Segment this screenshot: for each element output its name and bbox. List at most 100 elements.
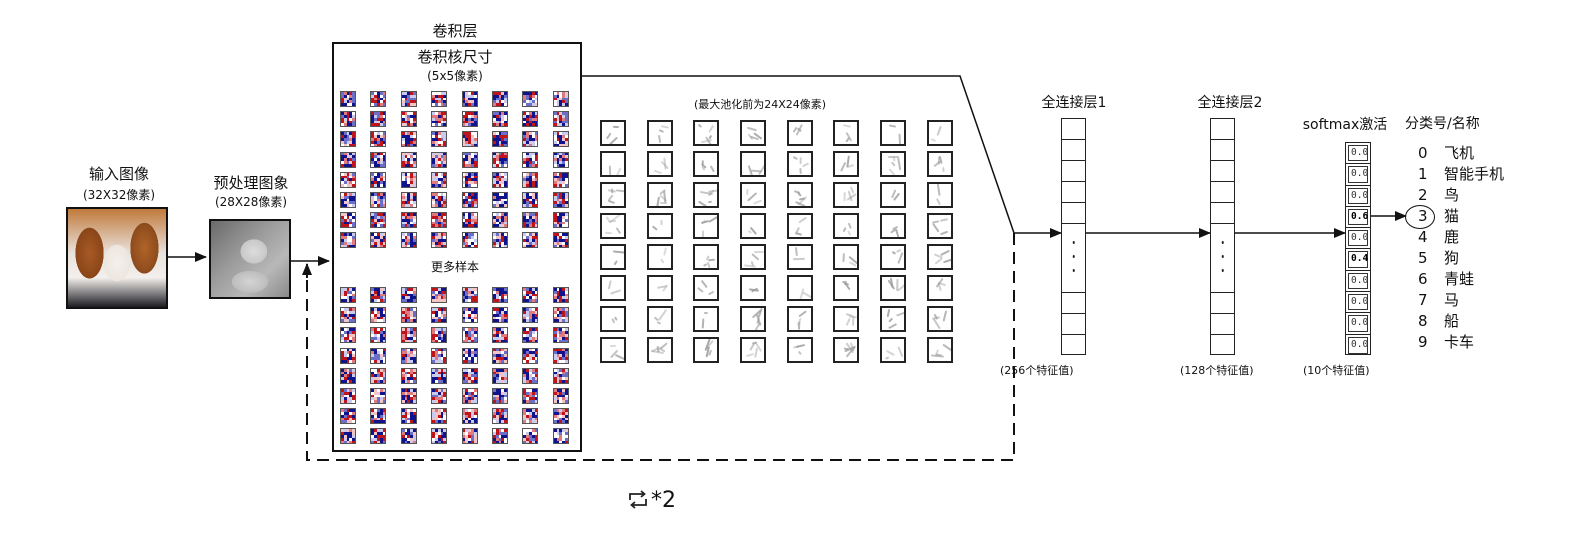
feature-map [600, 337, 626, 363]
conv-kernel [461, 327, 478, 344]
fc2-column [1210, 118, 1235, 355]
softmax-output: 0.0 [1346, 186, 1370, 207]
softmax-output: 0.0 [1346, 164, 1370, 186]
conv-kernel [461, 428, 478, 445]
feature-map [740, 151, 767, 177]
kernel-grid-bottom [340, 287, 569, 445]
kernel-size-label: (5x5像素) [427, 69, 483, 83]
feature-map [740, 244, 767, 270]
fc2-neuron [1211, 293, 1234, 314]
softmax-feature-count: (10个特征值) [1303, 364, 1370, 377]
conv-kernel [400, 131, 417, 148]
conv-kernel [400, 428, 417, 445]
conv-kernel [461, 408, 478, 425]
conv-kernel [491, 327, 508, 344]
conv-kernel [552, 111, 569, 128]
conv-kernel [340, 91, 356, 107]
feature-map [600, 151, 626, 177]
class-id: 9 [1418, 333, 1428, 351]
feature-map [926, 120, 953, 146]
conv-kernel [552, 347, 569, 364]
conv-kernel [370, 171, 387, 188]
conv-kernel [340, 287, 356, 303]
softmax-output: 0.0 [1346, 292, 1370, 314]
conv-kernel [491, 171, 508, 188]
conv-kernel [552, 408, 569, 425]
class-id: 2 [1418, 186, 1428, 204]
feature-map [786, 244, 813, 270]
preprocessed-image-title: 预处理图象 [213, 174, 289, 192]
fc1-neuron [1062, 314, 1085, 335]
conv-kernel [370, 131, 387, 148]
conv-kernel [552, 212, 569, 229]
conv-kernel [431, 191, 448, 208]
fc1-ellipsis [1062, 224, 1085, 293]
conv-kernel [522, 131, 539, 148]
softmax-value: 0.0 [1348, 315, 1368, 332]
feature-map [786, 337, 813, 363]
feature-map [880, 120, 907, 146]
softmax-value: 0.0 [1348, 272, 1368, 290]
conv-kernel [522, 91, 539, 107]
conv-kernel [461, 212, 478, 229]
conv-kernel [461, 307, 478, 324]
conv-kernel [431, 327, 448, 344]
feature-map [833, 337, 860, 363]
feature-map [880, 151, 907, 177]
class-id: 4 [1418, 228, 1428, 246]
conv-kernel [491, 307, 508, 324]
conv-kernel [400, 307, 417, 324]
conv-kernel [552, 428, 569, 445]
conv-kernel [522, 347, 539, 364]
fc2-neuron [1211, 203, 1234, 224]
classes-title: 分类号/名称 [1405, 116, 1480, 132]
feature-map [740, 337, 767, 363]
conv-kernel [431, 408, 448, 425]
feature-map [926, 182, 953, 208]
feature-map [646, 120, 673, 146]
conv-kernel [491, 387, 508, 404]
conv-kernel [491, 347, 508, 364]
conv-kernel [552, 327, 569, 344]
more-samples-label: 更多样本 [430, 260, 479, 274]
conv-kernel [522, 367, 539, 384]
conv-kernel [461, 367, 478, 384]
conv-kernel [431, 387, 448, 404]
conv-kernel [461, 387, 478, 404]
preprocessed-image [209, 219, 291, 299]
feature-map [600, 213, 626, 239]
conv-kernel [461, 111, 478, 128]
class-name: 猫 [1444, 207, 1460, 225]
conv-kernel [491, 232, 508, 249]
feature-map [880, 213, 907, 239]
softmax-value: 0.0 [1348, 187, 1368, 204]
feature-map [880, 244, 907, 270]
conv-kernel [340, 232, 356, 249]
conv-kernel [431, 367, 448, 384]
feature-map [786, 120, 813, 146]
conv-kernel [522, 307, 539, 324]
feature-map [833, 275, 860, 301]
feature-map [646, 337, 673, 363]
conv-layer-title: 卷积层 [432, 22, 478, 40]
feature-map [880, 275, 907, 301]
conv-kernel [552, 131, 569, 148]
class-id: 0 [1418, 144, 1428, 162]
conv-kernel [522, 287, 539, 303]
fc2-neuron [1211, 119, 1234, 140]
fc1-neuron [1062, 335, 1085, 356]
conv-kernel [552, 307, 569, 324]
conv-kernel [522, 191, 539, 208]
feature-map [786, 275, 813, 301]
conv-kernel [340, 387, 356, 404]
conv-kernel [431, 171, 448, 188]
conv-kernel [431, 347, 448, 364]
conv-kernel [340, 171, 356, 188]
softmax-title: softmax激活 [1302, 117, 1388, 133]
conv-kernel [491, 212, 508, 229]
conv-kernel [552, 287, 569, 303]
